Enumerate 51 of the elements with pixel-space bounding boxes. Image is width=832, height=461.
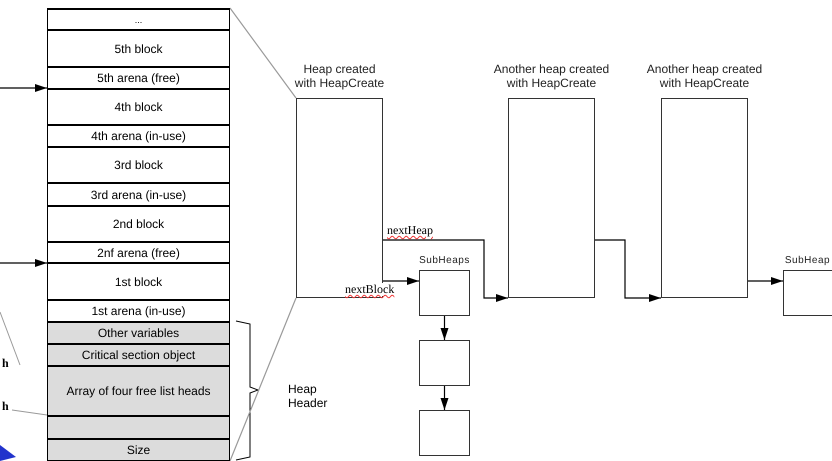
row-label: ... [134, 14, 142, 24]
empty-row [47, 415, 230, 438]
row-label: 4th block [114, 100, 163, 114]
bracket-label: Heap Header [288, 382, 328, 410]
header-field-row [47, 365, 230, 415]
arena-row [47, 299, 230, 321]
block-row [47, 205, 230, 241]
cropped-letter: h [2, 356, 9, 370]
header-field-row [47, 343, 230, 365]
row-label: 3rd arena (in-use) [90, 188, 186, 202]
arena-row [47, 66, 230, 88]
subheap-label: SubHeaps [418, 254, 471, 268]
edge-label: nextHeap [387, 224, 433, 237]
row-label: 2nf arena (free) [97, 246, 180, 260]
edge-label: nextBlock [345, 283, 394, 296]
row-label: Size [126, 443, 150, 457]
arena-row [47, 182, 230, 205]
arrow [440, 316, 448, 340]
block-row [47, 29, 230, 66]
row-label: 1st arena (in-use) [91, 304, 186, 318]
ellipsis-row [47, 8, 230, 29]
subheap-label: SubHeap [784, 254, 832, 268]
row-label: 3rd block [114, 158, 163, 172]
cropped-letter: h [2, 399, 9, 413]
arrow [383, 277, 419, 285]
zoom-line [229, 298, 297, 461]
arena-row [47, 241, 230, 262]
row-label: Critical section object [82, 348, 196, 362]
row-label: 5th block [114, 42, 163, 56]
row-label: 2nd block [112, 217, 164, 231]
block-row [47, 146, 230, 182]
heap-label: Heap created with HeapCreate [294, 62, 386, 90]
row-label: 4th arena (in-use) [91, 129, 186, 143]
row-label: Array of four free list heads [66, 384, 211, 398]
block-row [47, 88, 230, 124]
arrow [595, 239, 661, 302]
zoom-line [230, 8, 296, 98]
arena-row [47, 124, 230, 146]
row-label: Other variables [98, 326, 180, 340]
row-label: 5th arena (free) [97, 71, 180, 85]
heap-label: Another heap created with HeapCreate [646, 62, 764, 90]
arrow [383, 239, 508, 302]
arrow [0, 259, 47, 267]
arrow [0, 84, 47, 92]
arrow [440, 386, 448, 410]
block-row [47, 262, 230, 299]
header-field-row [47, 321, 230, 343]
heap-label: Another heap created with HeapCreate [492, 62, 610, 90]
row-label: 1st block [114, 274, 162, 288]
header-field-row [47, 438, 230, 461]
arrow [748, 277, 783, 285]
